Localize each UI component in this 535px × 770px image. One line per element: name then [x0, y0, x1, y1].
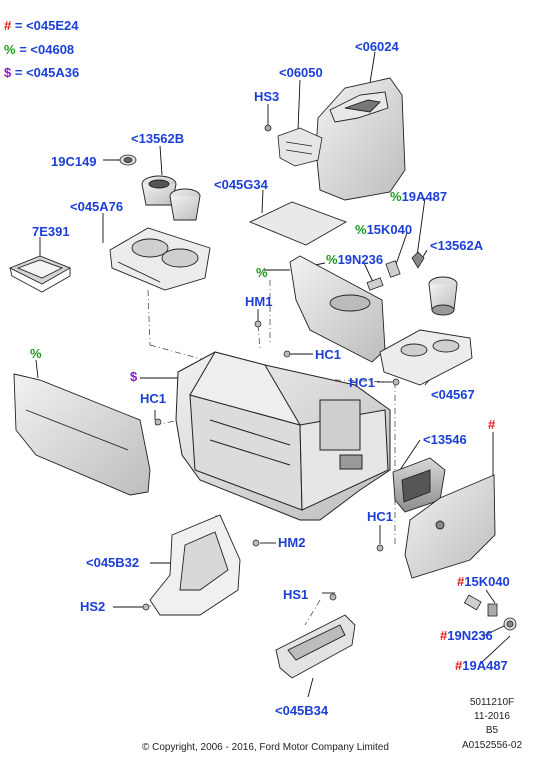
- percent-symbol: %: [390, 189, 402, 204]
- callout-13562a: <13562A: [430, 238, 484, 253]
- fasteners: [142, 320, 400, 611]
- callout-06050: <06050: [279, 65, 323, 80]
- legend-row-hash: # = <045E24: [4, 18, 79, 33]
- callout-text: 19A487: [401, 189, 448, 204]
- console-body: [175, 351, 391, 521]
- callout-text: 15K040: [464, 574, 510, 589]
- callout-hc1-right: HC1: [349, 375, 376, 390]
- hash-symbol: #: [455, 658, 463, 673]
- armrest-lid: [315, 77, 406, 201]
- diagram-revision: B5: [485, 725, 499, 736]
- legend-symbol: %: [4, 42, 16, 57]
- callout-text: 19A487: [462, 658, 508, 673]
- diagram-code: 5011210F: [469, 697, 515, 708]
- callout-19n236-hash: #19N236: [440, 629, 493, 642]
- power-outlet-plug: [119, 154, 137, 166]
- diagram-date: 11-2016: [474, 711, 510, 722]
- percent-symbol: %: [355, 222, 367, 237]
- dollar-marker-console: $: [130, 369, 138, 384]
- legend-symbol: #: [4, 18, 12, 33]
- storage-bin-13546: [392, 457, 446, 513]
- storage-mat: [248, 201, 348, 246]
- callout-7e391: 7E391: [32, 224, 70, 239]
- callout-13562b: <13562B: [131, 131, 185, 146]
- support-bracket-045B32: [149, 514, 241, 616]
- legend-value: <045A36: [26, 65, 80, 80]
- leader-lines: [35, 51, 511, 698]
- callout-04567: <04567: [431, 387, 475, 402]
- left-side-panel: [13, 373, 151, 496]
- legend-value: <045E24: [26, 18, 79, 33]
- usb-port-lower: [463, 594, 517, 631]
- callout-hs2: HS2: [80, 599, 106, 614]
- callout-15k040-percent: %15K040: [355, 223, 412, 236]
- legend-value: <04608: [30, 42, 75, 57]
- callout-15k040-hash: #15K040: [457, 575, 510, 588]
- callout-hc1-left: HC1: [140, 391, 167, 406]
- copyright-notice: © Copyright, 2006 - 2016, Ford Motor Com…: [142, 742, 389, 753]
- legend-equals: =: [19, 42, 27, 57]
- percent-marker-left-panel: %: [30, 346, 42, 361]
- callout-hm1: HM1: [245, 294, 273, 309]
- callout-19n236-percent: %19N236: [326, 253, 383, 266]
- hash-symbol: #: [440, 628, 448, 643]
- callout-hs1: HS1: [283, 587, 309, 602]
- callout-19a487-hash: #19A487: [455, 659, 508, 672]
- coin-tray: [8, 255, 72, 293]
- legend-symbol: $: [4, 65, 12, 80]
- callout-19a487-percent: %19A487: [390, 190, 447, 203]
- callout-045b32: <045B32: [86, 555, 140, 570]
- callout-text: 19N236: [447, 628, 493, 643]
- rear-trim-panel: [289, 255, 386, 363]
- callout-hs3: HS3: [254, 89, 280, 104]
- front-cup-holder-base: [379, 329, 473, 386]
- diagram-reference: A0152556-02: [461, 740, 523, 751]
- callout-06024: <06024: [355, 39, 399, 54]
- callout-hc1-lower: HC1: [367, 509, 394, 524]
- lid-hinge: [264, 124, 323, 167]
- callout-045a76: <045A76: [70, 199, 124, 214]
- callout-13546: <13546: [423, 432, 467, 447]
- callout-045g34: <045G34: [214, 177, 268, 192]
- percent-symbol: %: [326, 252, 338, 267]
- percent-marker-rear-panel: %: [256, 265, 268, 280]
- cup-holder-insert-front: [428, 276, 458, 316]
- usb-port-upper: [366, 251, 425, 291]
- legend-row-percent: % = <04608: [4, 42, 74, 57]
- right-side-panel: [404, 474, 496, 579]
- legend-equals: =: [14, 65, 23, 80]
- floor-tray-045B34: [275, 614, 356, 679]
- hash-marker-right-panel: #: [488, 417, 496, 432]
- cup-holder-bezel: [109, 227, 211, 291]
- callout-text: 15K040: [366, 222, 413, 237]
- cup-holder-insert-rear: [141, 175, 201, 221]
- callout-hm2: HM2: [278, 535, 306, 550]
- hash-symbol: #: [457, 574, 465, 589]
- callout-19c149: 19C149: [51, 154, 97, 169]
- callout-045b34: <045B34: [275, 703, 329, 718]
- callout-hc1-upper: HC1: [315, 347, 342, 362]
- legend-equals: =: [14, 18, 23, 33]
- callout-text: 19N236: [337, 252, 384, 267]
- legend-row-dollar: $ = <045A36: [4, 65, 79, 80]
